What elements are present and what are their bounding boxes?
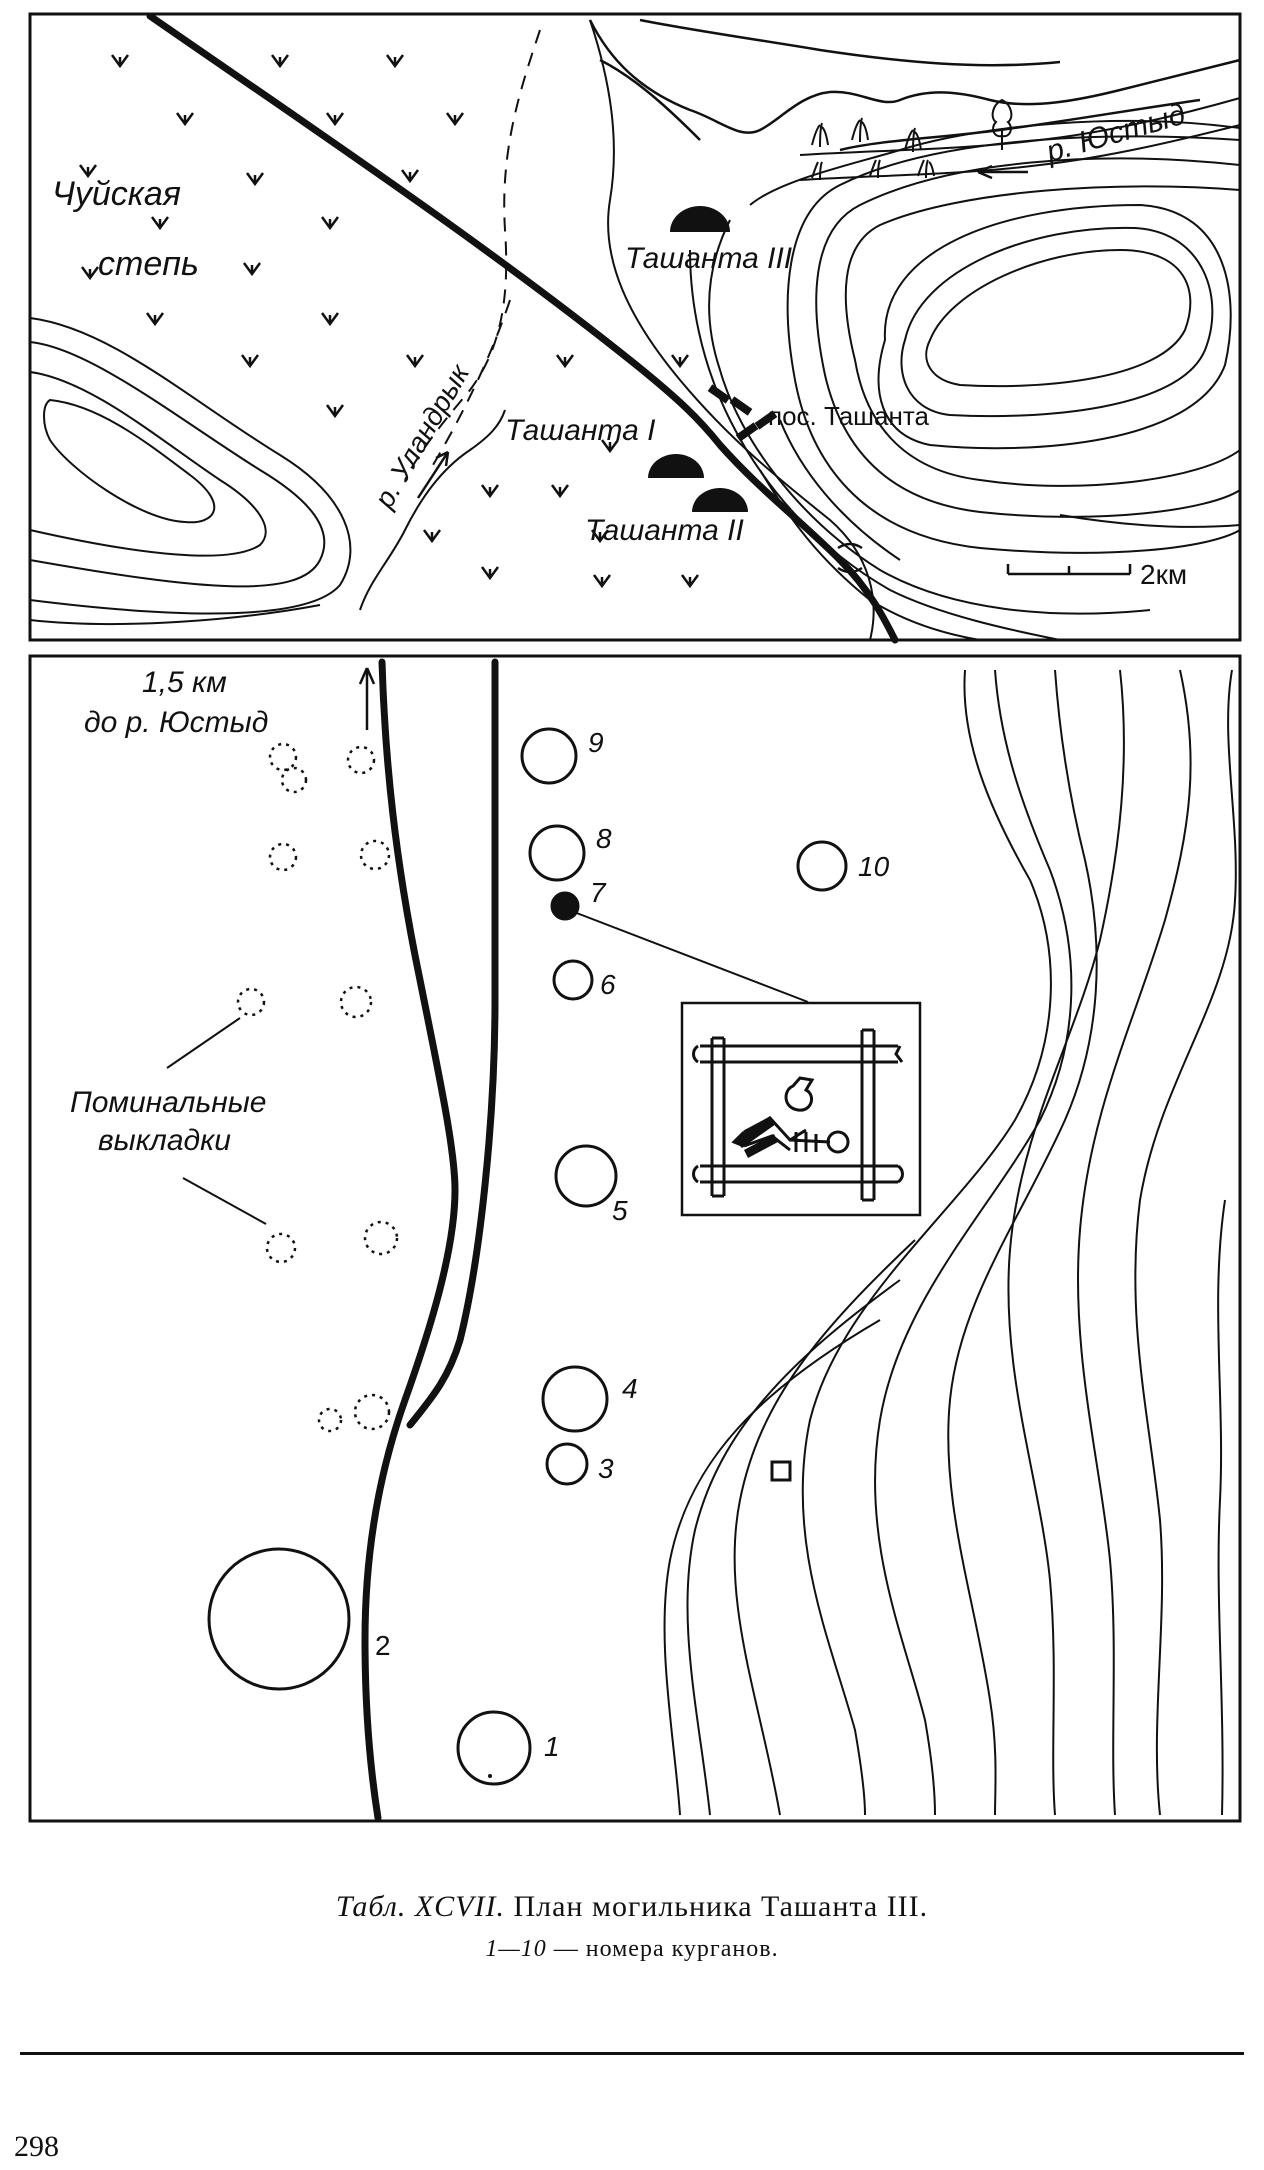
reeds (811, 117, 935, 181)
caption-title-text: План могильника Ташанта III. (513, 1890, 929, 1923)
kurgan-label-4: 4 (622, 1373, 638, 1404)
site-tashanta-3-label: Ташанта III (625, 242, 792, 275)
mound-tashanta-2-icon (692, 488, 748, 512)
page-number: 298 (14, 2130, 59, 2163)
kurgans (207, 727, 848, 1786)
ridge (588, 18, 1241, 152)
distance-note-2: до р. Юстыд (84, 706, 268, 739)
kurgan-8 (528, 824, 586, 882)
kurgan-label-8: 8 (596, 823, 612, 854)
site-tashanta-2-label: Ташанта II (585, 514, 744, 547)
caption-legend: 1—10 — номера курганов. (0, 1936, 1264, 1963)
river-yustyd (799, 97, 1241, 181)
steppe-label-2: степь (98, 245, 199, 283)
caption-numbers: 1—10 (485, 1936, 547, 1962)
kurgan-6 (552, 959, 594, 1001)
plan-contours (663, 669, 1237, 1816)
ulandryk-lower (359, 409, 506, 611)
kurgan-9 (520, 727, 578, 785)
figure: Чуйская степь р. Юстыд р. Уландрык Ташан… (28, 12, 1242, 1823)
caption-title: Табл. XCVII. План могильника Ташанта III… (0, 1890, 1264, 1924)
scale-bar (1006, 564, 1132, 576)
kurgan-label-10: 10 (858, 851, 890, 882)
site-tashanta-1-label: Ташанта I (505, 414, 655, 447)
inset-pointer (573, 911, 809, 1003)
tree-icon (991, 98, 1013, 150)
regional-map: Чуйская степь р. Юстыд р. Уландрык Ташан… (28, 12, 1242, 644)
memorial-layouts (236, 742, 399, 1433)
ulandryk-flow-arrow (416, 450, 450, 499)
memorial-label-1: Поминальные (70, 1086, 267, 1119)
mound-tashanta-1-icon (648, 454, 704, 478)
kurgan-7 (550, 891, 580, 921)
caption-table-ref: Табл. XCVII. (335, 1890, 505, 1923)
burial-inset (680, 1001, 922, 1217)
valley-river (589, 19, 875, 641)
kurgan-3 (545, 1442, 589, 1486)
page-rule (20, 2052, 1244, 2055)
small-square (770, 1460, 792, 1482)
memorial-pointers (166, 1017, 267, 1225)
kurgan-label-2: 2 (375, 1630, 391, 1661)
distance-note-1: 1,5 км (142, 666, 227, 699)
kurgan-label-5: 5 (612, 1195, 628, 1226)
plan-road (361, 658, 499, 1822)
kurgan-label-9: 9 (588, 727, 604, 758)
village-houses (707, 384, 778, 442)
road (146, 12, 899, 644)
kurgan-5 (554, 1144, 618, 1208)
site-plan: 1,5 км до р. Юстыд Поминальные выкладки … (28, 654, 1242, 1823)
kurgan-label-1: 1 (544, 1731, 560, 1762)
village-label: пос. Ташанта (768, 401, 929, 431)
left-hill-contours (29, 317, 352, 626)
kurgan-10 (796, 840, 848, 892)
caption-legend-text: — номера курганов. (553, 1936, 779, 1962)
north-arrow-icon (358, 667, 376, 730)
bridge-icon (837, 542, 863, 574)
kurgan-label-6: 6 (600, 969, 616, 1000)
steppe-label-1: Чуйская (52, 175, 181, 213)
memorial-label-2: выкладки (98, 1124, 231, 1157)
mound-tashanta-3-icon (670, 206, 730, 232)
kurgan-4 (541, 1365, 609, 1433)
kurgan-1 (456, 1710, 532, 1786)
scale-label: 2км (1140, 559, 1187, 590)
river-ulandryk (404, 29, 541, 481)
kurgan-2 (207, 1547, 351, 1691)
kurgan-label-7: 7 (590, 877, 607, 908)
kurgan-label-3: 3 (598, 1453, 614, 1484)
